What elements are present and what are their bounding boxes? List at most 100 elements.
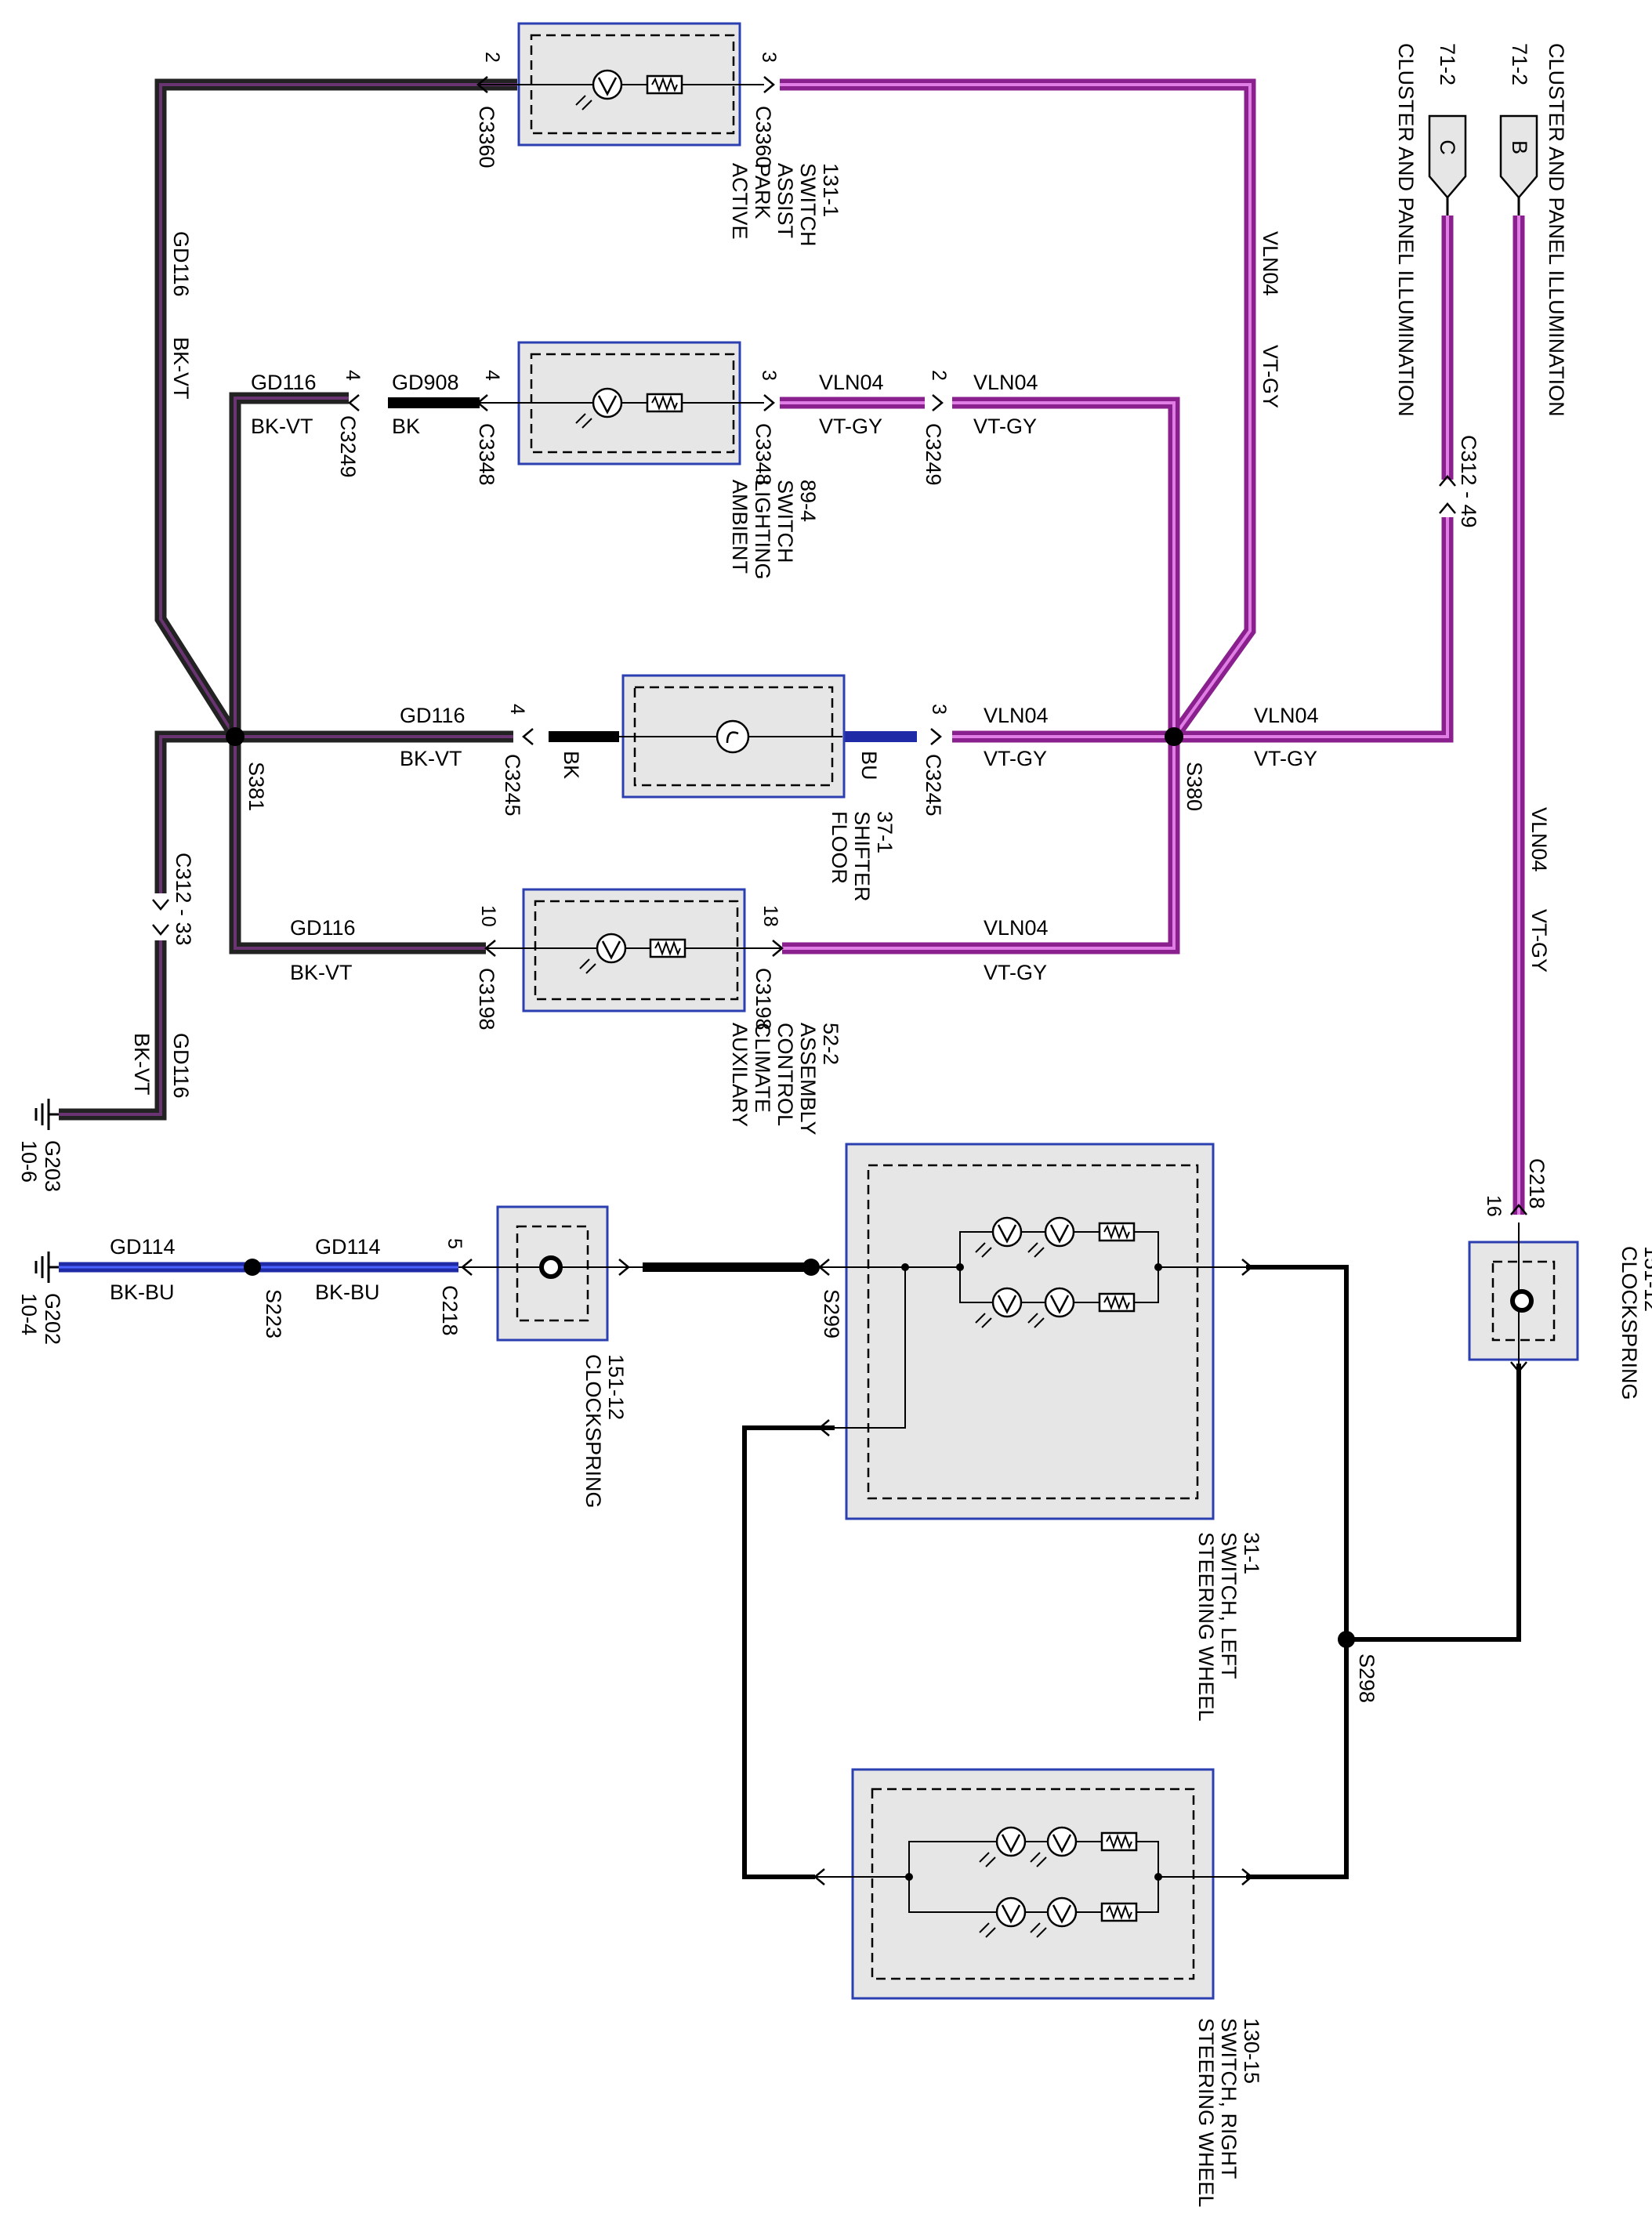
pin-number: 3 — [928, 704, 950, 715]
wire-label-vln04: VLN04 — [1254, 704, 1319, 727]
wire-label-gd116: GD116 — [251, 371, 317, 394]
wire-label-vt-gy: VT-GY — [1527, 909, 1551, 973]
connector-c3249: C3249 — [922, 423, 945, 486]
splice-s381: S381 — [245, 762, 268, 811]
ground-g203-symbol — [34, 1099, 59, 1130]
pin-number: 18 — [759, 905, 781, 927]
ambient-lighting-switch — [480, 341, 764, 465]
ground-g203-ref: 10-6 — [17, 1140, 41, 1183]
wire-label-gd908: GD908 — [392, 371, 459, 394]
wire-label-bk: BK — [560, 751, 583, 779]
offpage-connector-c: C — [1428, 114, 1467, 216]
offpage-b-letter: B — [1508, 140, 1531, 154]
wire-label-vln04: VLN04 — [819, 371, 884, 394]
connector-c3360: C3360 — [475, 106, 498, 168]
connector-c3198: C3198 — [752, 968, 775, 1031]
wire-label-bk: BK — [392, 415, 420, 438]
connector-c3198: C3198 — [475, 968, 498, 1031]
wire-gd116-c3198 — [229, 737, 486, 954]
pin-number: 2 — [928, 370, 950, 381]
connector-c3249: C3249 — [336, 415, 360, 478]
wire-label-gd114: GD114 — [110, 1235, 176, 1259]
splice-nodes — [226, 727, 1355, 1648]
offpage-c-ref: 71-2 — [1436, 43, 1459, 85]
connector-arrows — [152, 76, 1527, 1885]
label-sw-right: STEERING WHEEL SWITCH, RIGHT 130-15 — [1194, 2018, 1263, 2212]
connector-c3348: C3348 — [475, 423, 498, 486]
pin-number: 4 — [481, 370, 503, 381]
connector-c218: C218 — [438, 1285, 462, 1336]
wire-label-bk-vt: BK-VT — [169, 337, 193, 400]
connector-c218: C218 — [1525, 1158, 1549, 1209]
ground-g202-name: G202 — [41, 1293, 64, 1345]
splice-s380: S380 — [1183, 762, 1206, 811]
clockspring-left — [458, 1205, 643, 1342]
offpage-b-ref: 71-2 — [1508, 43, 1531, 85]
wire-label-vln04: VLN04 — [984, 916, 1049, 940]
label-sw-left: STEERING WHEEL SWITCH, LEFT 31-1 — [1194, 1532, 1263, 1726]
wire-gd116-ground — [59, 730, 235, 1121]
wire-label-bu: BU — [857, 751, 881, 781]
pin-number: 2 — [481, 52, 503, 63]
clockspring-right — [1468, 1223, 1579, 1364]
wire-label-vt-gy: VT-GY — [1254, 747, 1317, 770]
connector-c3245: C3245 — [922, 754, 945, 817]
connector-c3245: C3245 — [501, 754, 524, 817]
connector-c312-33: C312 - 33 — [172, 853, 195, 946]
connector-c3348: C3348 — [752, 423, 775, 486]
label-aux-climate: AUXILARY CLIMATE CONTROL ASSEMBLY 52-2 — [728, 1023, 842, 1141]
offpage-b-label: CLUSTER AND PANEL ILLUMINATION — [1545, 43, 1568, 417]
wire-label-vln04: VLN04 — [1527, 807, 1551, 872]
ground-g203-name: G203 — [41, 1140, 64, 1192]
wire-label-vt-gy: VT-GY — [984, 961, 1047, 984]
offpage-c-label: CLUSTER AND PANEL ILLUMINATION — [1394, 43, 1418, 417]
label-clockspring-left: CLOCKSPRING 151-12 — [581, 1354, 628, 1514]
wire-label-vt-gy: VT-GY — [984, 747, 1047, 770]
pin-number: 4 — [342, 370, 364, 381]
wire-label-vln04: VLN04 — [973, 371, 1038, 394]
wire-label-vt-gy: VT-GY — [973, 415, 1037, 438]
pin-number: 4 — [506, 704, 528, 715]
pin-number: 10 — [477, 905, 499, 927]
wire-label-bk-bu: BK-BU — [110, 1281, 175, 1304]
label-ambient-lighting: AMBIENT LIGHTING SWITCH 89-4 — [728, 480, 820, 585]
offpage-connector-b: B — [1499, 114, 1538, 216]
wire-gd116-c3249 — [229, 392, 349, 737]
ground-g202-symbol — [34, 1252, 59, 1283]
connector-c3360: C3360 — [752, 106, 775, 168]
splice-s298: S298 — [1355, 1654, 1378, 1703]
floor-shifter — [619, 674, 846, 799]
ground-g202-ref: 10-4 — [17, 1293, 41, 1335]
wire-label-vln04: VLN04 — [1259, 231, 1282, 296]
wire-label-bk-bu: BK-BU — [315, 1281, 380, 1304]
wire-label-gd116: GD116 — [169, 231, 193, 297]
wire-label-vt-gy: VT-GY — [819, 415, 882, 438]
active-park-assist-switch — [478, 22, 764, 147]
splice-s223: S223 — [262, 1289, 285, 1338]
pin-number: 3 — [758, 370, 780, 381]
wire-label-bk-vt: BK-VT — [290, 961, 353, 984]
wire-label-bk-vt: BK-VT — [400, 747, 462, 770]
wire-label-vt-gy: VT-GY — [1259, 345, 1282, 408]
wire-label-gd116: GD116 — [290, 916, 356, 940]
wire-vln04-c3360 — [780, 78, 1256, 741]
wire-label-gd116: GD116 — [400, 704, 466, 727]
wire-gd116-outer — [154, 78, 517, 741]
wire-label-bk-vt: BK-VT — [130, 1033, 154, 1096]
wire-label-gd114: GD114 — [315, 1235, 381, 1259]
wire-label-bk-vt: BK-VT — [251, 415, 313, 438]
offpage-c-letter: C — [1436, 139, 1459, 155]
pin-number: 16 — [1483, 1195, 1505, 1217]
wire-label-vln04: VLN04 — [984, 704, 1049, 727]
pin-number: 5 — [444, 1238, 466, 1249]
label-active-park-assist: ACTIVE PARK ASSIST SWITCH 131-1 — [728, 163, 842, 252]
pin-number: 3 — [758, 52, 780, 63]
wire-vln04-c3249 — [782, 397, 1180, 954]
connector-c312-49: C312 - 49 — [1457, 435, 1480, 528]
label-clockspring-right: CLOCKSPRING 151-12 — [1618, 1246, 1652, 1406]
aux-climate-control-assembly — [486, 888, 782, 1012]
steering-wheel-switch-right — [815, 1768, 1246, 2000]
wire-label-gd116: GD116 — [169, 1033, 193, 1099]
wire-vln04-c312-49 — [1174, 216, 1454, 743]
